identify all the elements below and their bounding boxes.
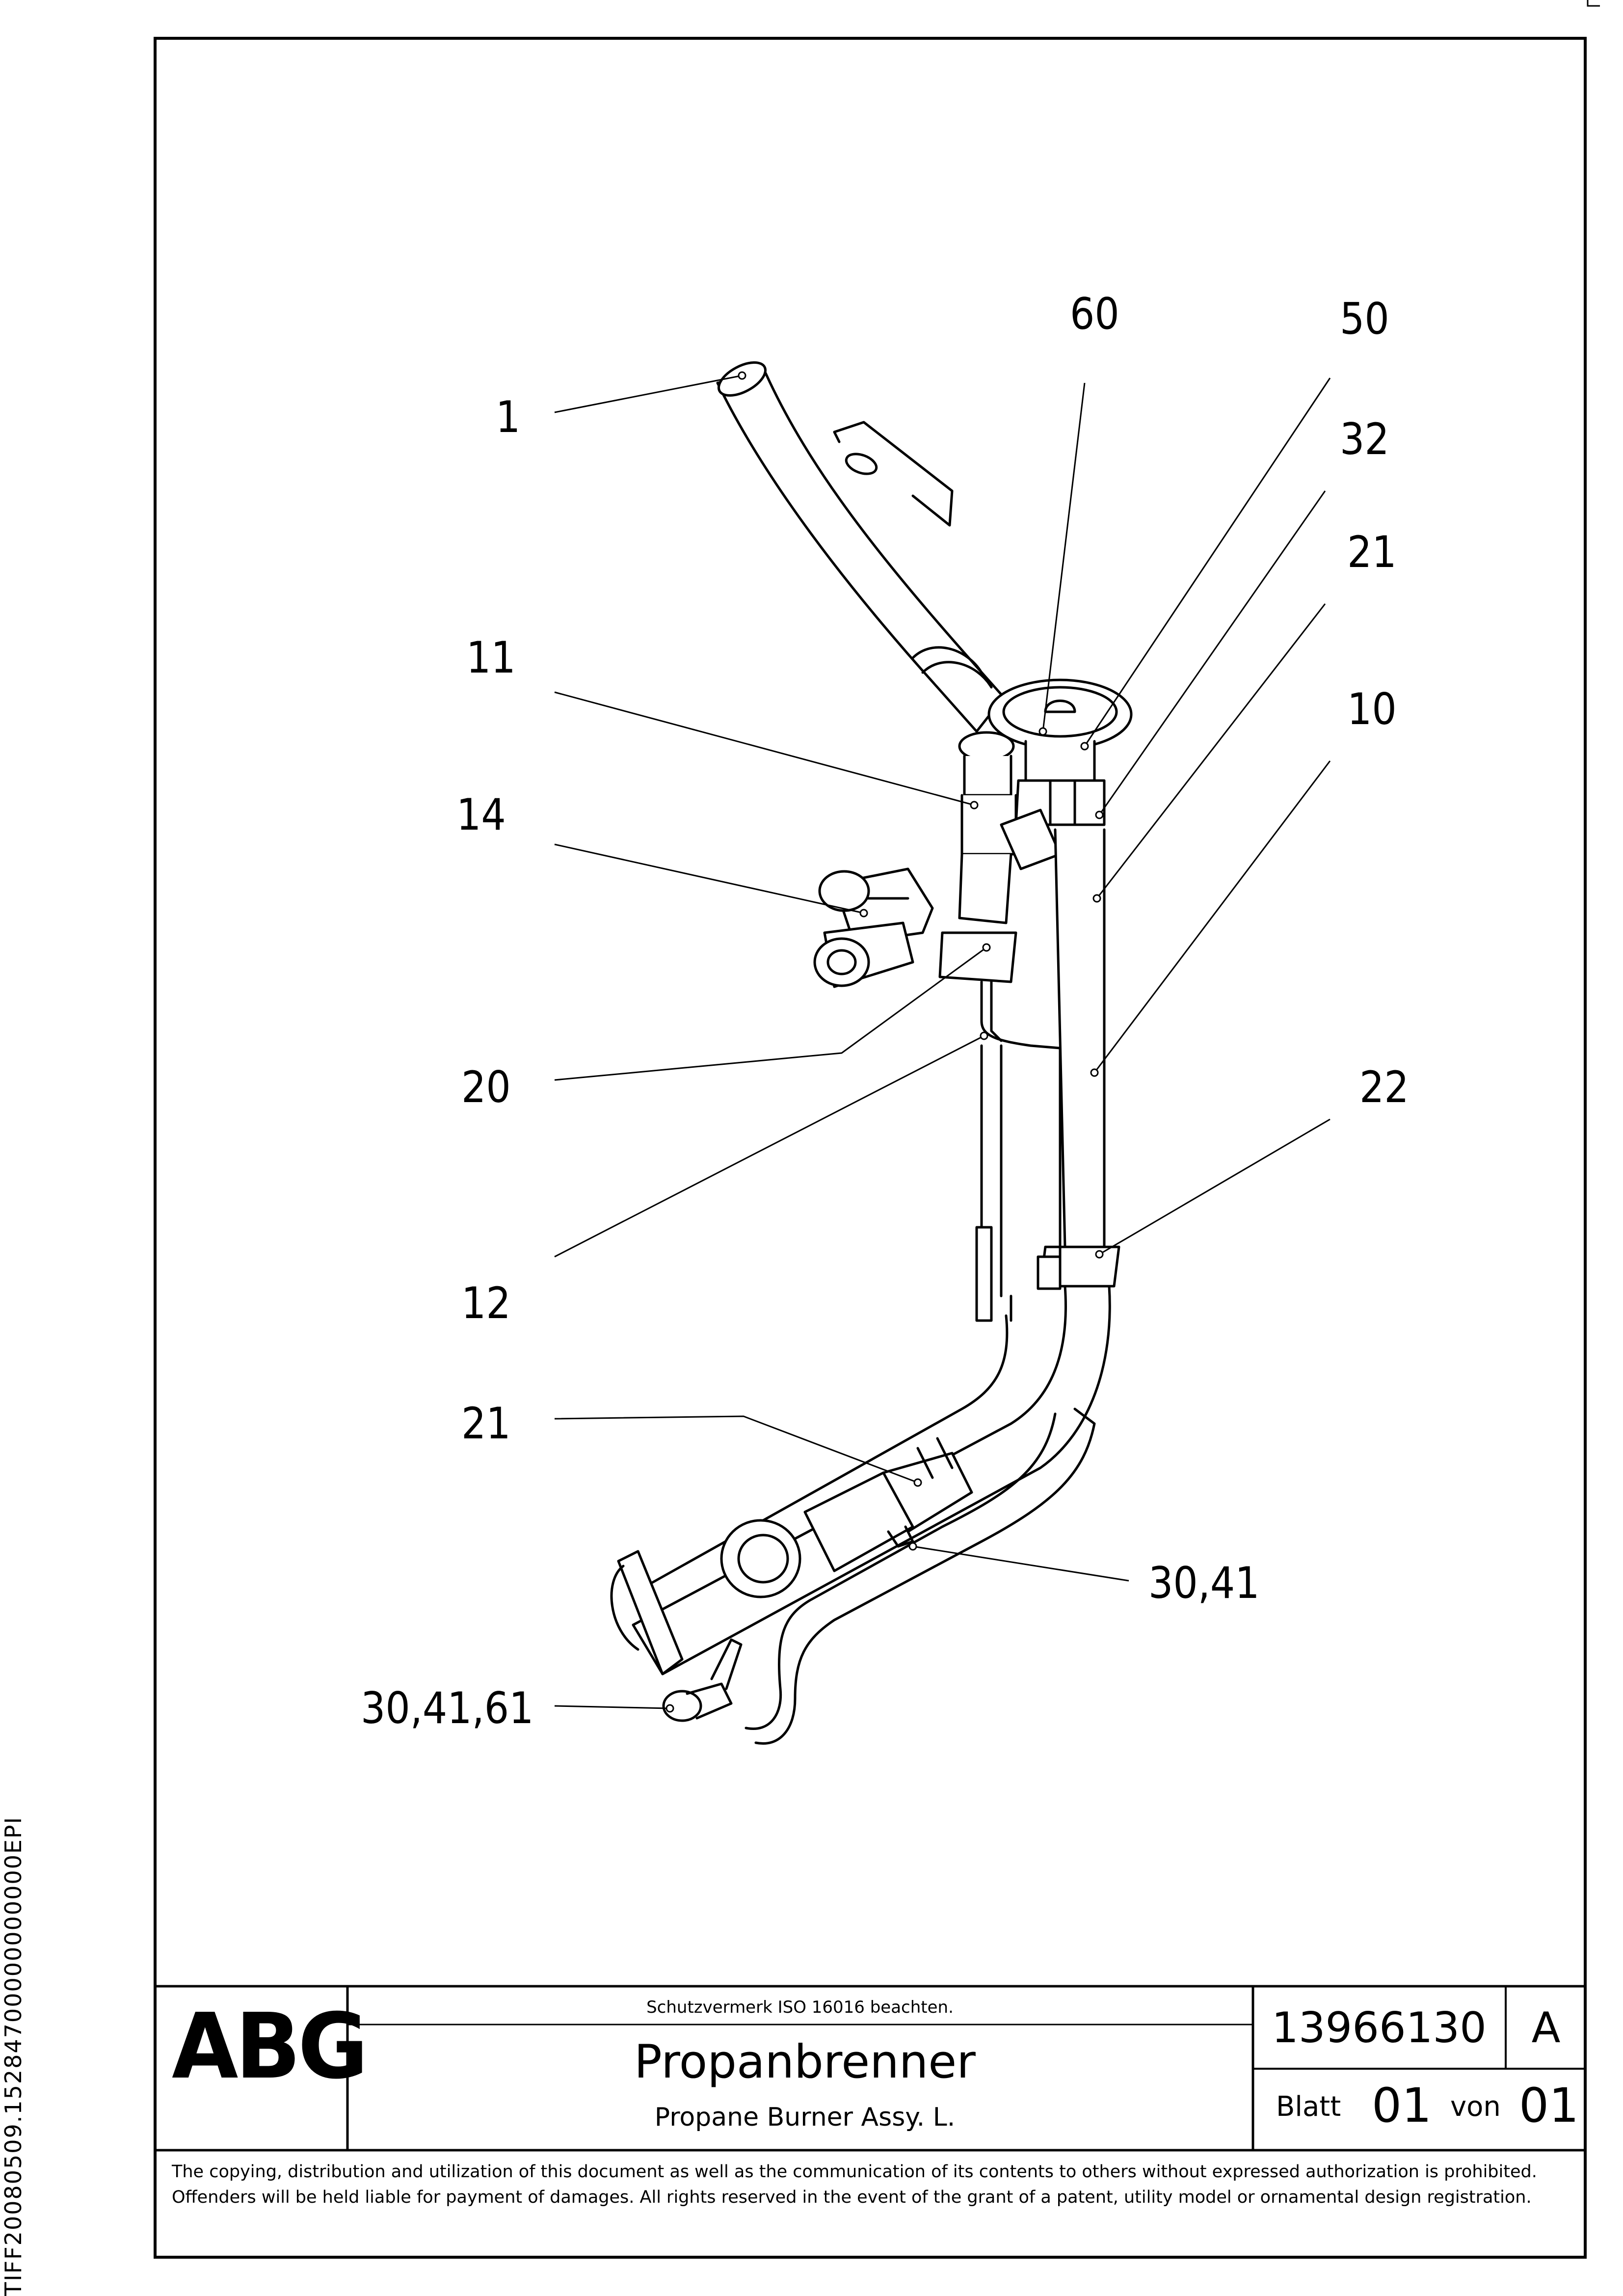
callout-30-41-61: 30,41,61 <box>361 1683 533 1733</box>
propane-burner-assembly <box>610 361 1133 1745</box>
callout-30-41: 30,41 <box>1148 1558 1260 1608</box>
callout-21-upper: 21 <box>1347 527 1397 577</box>
callout-22: 22 <box>1359 1062 1409 1112</box>
callout-12: 12 <box>461 1278 511 1328</box>
callout-50: 50 <box>1340 294 1389 344</box>
of-label: von <box>1450 2091 1501 2123</box>
callout-1: 1 <box>496 392 520 442</box>
title-en: Propane Burner Assy. L. <box>655 2103 955 2132</box>
title-de: Propanbrenner <box>634 2035 976 2089</box>
sheet-number: 01 <box>1372 2078 1432 2133</box>
drawing-frame <box>154 37 1587 2259</box>
callout-21-lower: 21 <box>461 1398 511 1449</box>
sheet-total: 01 <box>1519 2078 1579 2133</box>
callout-14: 14 <box>456 789 506 840</box>
callout-11: 11 <box>466 632 516 683</box>
revision: A <box>1532 2003 1561 2053</box>
callout-20: 20 <box>461 1062 511 1112</box>
abg-logo: ABG <box>172 1994 368 2100</box>
sheet-label: Blatt <box>1276 2091 1341 2123</box>
drawing-number: 13966130 <box>1272 2003 1487 2053</box>
callout-60: 60 <box>1070 289 1119 339</box>
legal-notice: The copying, distribution and utilizatio… <box>172 2162 1537 2207</box>
leader-dots <box>665 371 1104 1713</box>
callout-10: 10 <box>1347 684 1397 734</box>
callout-labels: 1 60 50 32 21 10 11 14 20 22 12 21 30,41… <box>361 289 1409 1733</box>
protection-note: Schutzvermerk ISO 16016 beachten. <box>646 1998 954 2017</box>
leader-lines <box>554 375 1331 1709</box>
callout-32: 32 <box>1340 414 1389 464</box>
title-block: Schutzvermerk ISO 16016 beachten. Propan… <box>634 1998 1579 2133</box>
